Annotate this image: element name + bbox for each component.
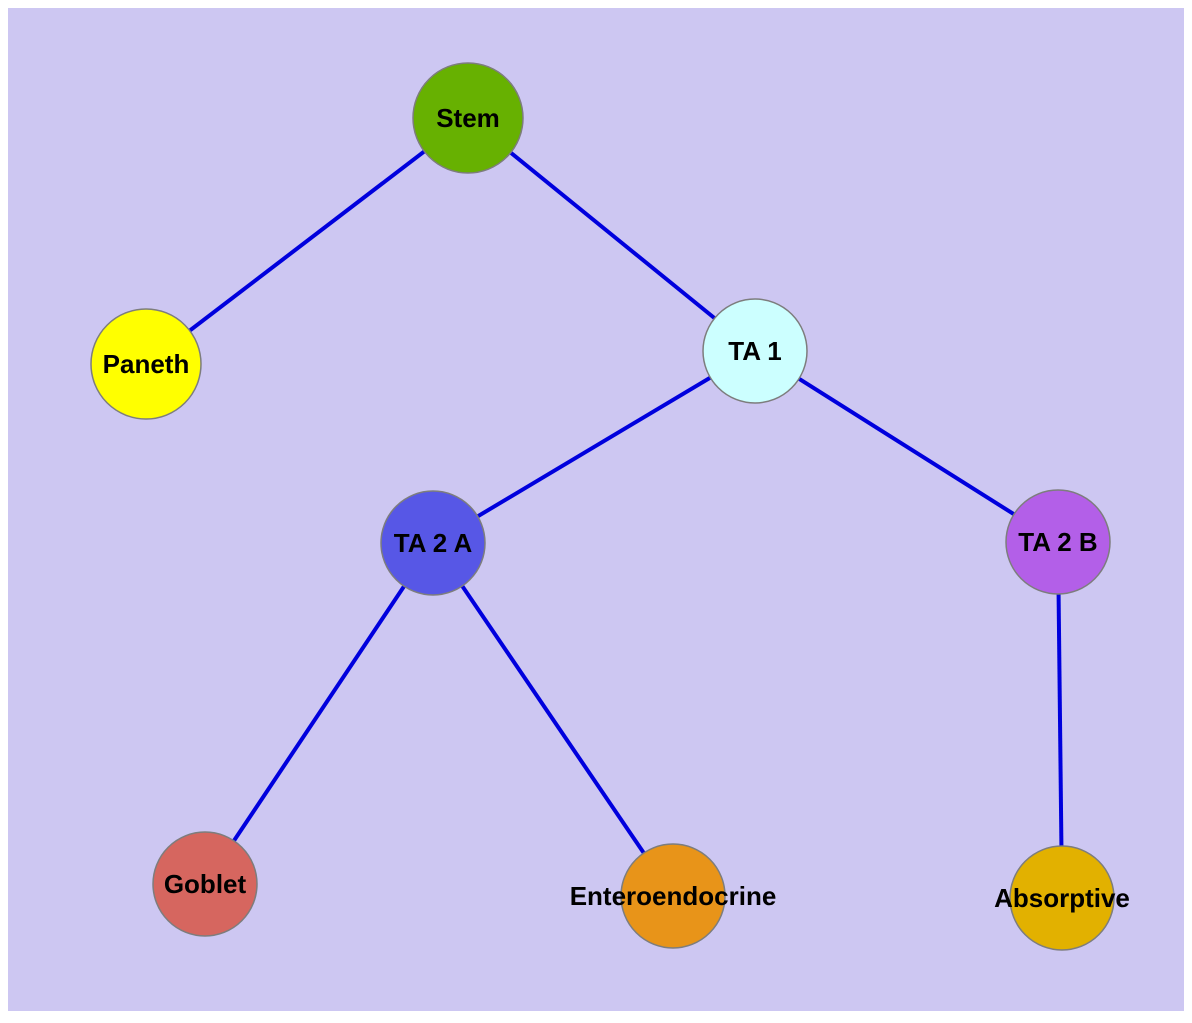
ta2a-circle: [380, 490, 486, 596]
ta1-label: TA 1: [728, 336, 781, 366]
ta1-circle: [702, 298, 808, 404]
paneth-circle: [90, 308, 202, 420]
node-ta1: TA 1: [702, 298, 808, 404]
edges-layer: [144, 116, 1064, 899]
node-absorptive: Absorptive: [994, 845, 1130, 951]
ta2b-circle: [1005, 489, 1111, 595]
stem-circle: [412, 62, 524, 174]
goblet-circle: [152, 831, 258, 937]
node-enteroendocrine: Enteroendocrine: [570, 843, 777, 949]
goblet-label: Goblet: [164, 869, 247, 899]
ta2b-label: TA 2 B: [1018, 527, 1097, 557]
node-stem: Stem: [412, 62, 524, 174]
enteroendocrine-label: Enteroendocrine: [570, 881, 777, 911]
node-paneth: Paneth: [90, 308, 202, 420]
ta2a-label: TA 2 A: [394, 528, 473, 558]
node-goblet: Goblet: [152, 831, 258, 937]
enteroendocrine-circle: [620, 843, 726, 949]
absorptive-label: Absorptive: [994, 883, 1130, 913]
edge-ta2a-goblet: [203, 541, 435, 886]
edge-ta2a-enteroendocrine: [431, 541, 675, 898]
edge-stem-ta1: [466, 116, 757, 353]
paneth-label: Paneth: [103, 349, 190, 379]
edge-ta1-ta2b: [753, 349, 1060, 544]
node-ta2b: TA 2 B: [1005, 489, 1111, 595]
node-ta2a: TA 2 A: [380, 490, 486, 596]
absorptive-circle: [1009, 845, 1115, 951]
edge-stem-paneth: [144, 116, 470, 366]
stem-label: Stem: [436, 103, 500, 133]
edge-ta1-ta2a: [431, 349, 757, 545]
edge-ta2b-absorptive: [1056, 541, 1064, 899]
